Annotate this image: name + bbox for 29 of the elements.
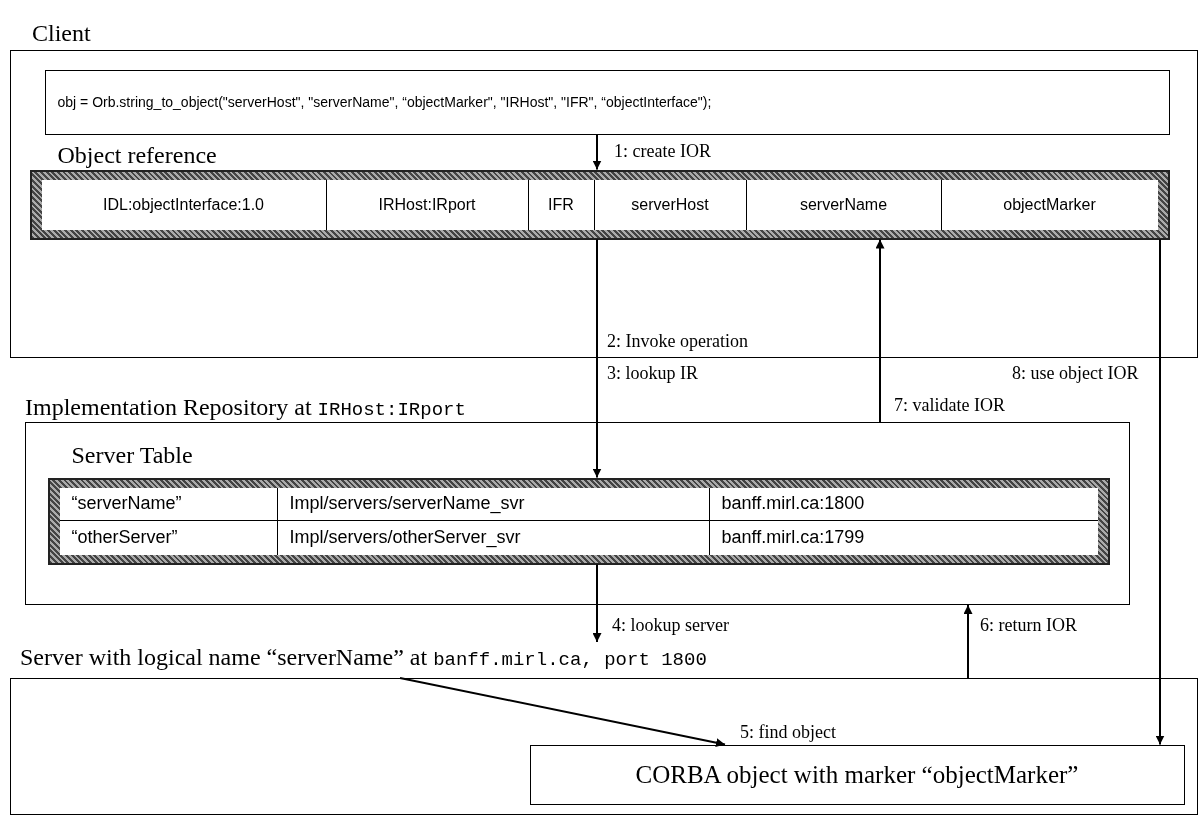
- arrow: [875, 238, 885, 423]
- table-cell: serverHost: [594, 179, 747, 230]
- arrow: [399, 677, 726, 748]
- table-cell: “otherServer”: [59, 521, 278, 555]
- panel-heading: Server with logical name “serverName” at: [20, 644, 428, 670]
- panel-heading: Object reference: [57, 141, 217, 168]
- arrow: [592, 133, 602, 171]
- address-text: IRHost:IRport: [317, 399, 466, 421]
- panel-heading: Implementation Repository at: [25, 394, 312, 420]
- table-cell: Impl/servers/serverName_svr: [277, 487, 710, 521]
- code-box: obj = Orb.string_to_object("serverHost", "serverName", “objectMarker", "IRHost", "IFR", “objectInterface");: [44, 69, 1170, 135]
- table-cell: Impl/servers/otherServer_svr: [277, 521, 710, 555]
- table-cell: banff.mirl.ca:1799: [709, 521, 1098, 555]
- table-cell: serverName: [746, 179, 942, 230]
- arrow: [592, 238, 602, 479]
- table-cell: banff.mirl.ca:1800: [709, 487, 1098, 521]
- panel-heading: Client: [32, 20, 91, 46]
- arrow: [592, 563, 602, 643]
- panel-heading: Server Table: [71, 441, 193, 468]
- edge-label: 5: find object: [738, 721, 838, 743]
- table-cell: IDL:objectInterface:1.0: [41, 179, 327, 230]
- object-box: CORBA object with marker “objectMarker”: [529, 744, 1185, 805]
- arrow: [1155, 238, 1165, 746]
- arrow: [963, 604, 973, 679]
- address-text: banff.mirl.ca, port 1800: [433, 649, 707, 671]
- table-cell: objectMarker: [941, 179, 1158, 230]
- table-cell: IRHost:IRport: [326, 179, 529, 230]
- table-cell: “serverName”: [59, 487, 278, 521]
- table-cell: IFR: [528, 179, 595, 230]
